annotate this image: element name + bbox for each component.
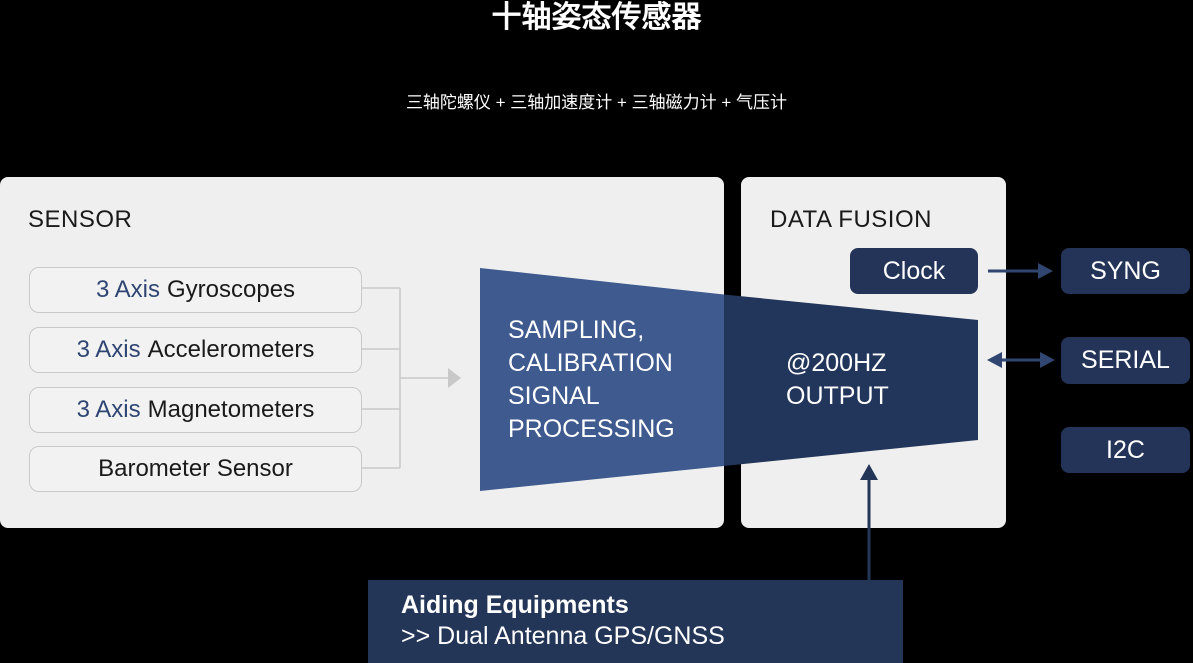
processing-funnel: [480, 268, 724, 491]
diagram-subtitle: 三轴陀螺仪 + 三轴加速度计 + 三轴磁力计 + 气压计: [405, 93, 788, 112]
sensor-item-axis-prefix: 3 Axis: [76, 336, 141, 363]
diagram-title: 十轴姿态传感器: [491, 1, 702, 34]
sensor-item-name: Accelerometers: [147, 336, 315, 363]
processing-line-processing: PROCESSING: [508, 415, 675, 443]
processing-line-sampling: SAMPLING,: [508, 316, 645, 344]
processing-line-calibration: CALIBRATION: [508, 349, 673, 377]
sensor-item-accelerometers: 3 Axis Accelerometers: [29, 327, 362, 373]
output-label: @200HZ OUTPUT: [786, 347, 889, 413]
aiding-detail: >> Dual Antenna GPS/GNSS: [401, 622, 725, 650]
sensor-bracket-connector: [362, 287, 450, 469]
sync-interface-pill: SYNG: [1061, 248, 1190, 294]
serial-bidirectional-arrow: [987, 352, 1055, 368]
aiding-to-output-arrow: [860, 464, 878, 580]
aiding-equipments-box: Aiding Equipments >> Dual Antenna GPS/GN…: [368, 580, 903, 663]
clock-pill: Clock: [850, 248, 978, 294]
sensor-to-processing-arrow: [448, 368, 461, 388]
sensor-item-name: Gyroscopes: [166, 276, 296, 303]
data-fusion-panel-label: DATA FUSION: [770, 206, 932, 233]
i2c-interface-pill: I2C: [1061, 427, 1190, 473]
sensor-item-name: Magnetometers: [147, 396, 315, 423]
aiding-title: Aiding Equipments: [401, 591, 629, 619]
sensor-item-gyroscopes: 3 Axis Gyroscopes: [29, 267, 362, 313]
processing-line-signal: SIGNAL: [508, 382, 600, 410]
sensor-panel-label: SENSOR: [28, 206, 133, 233]
sensor-item-barometer: Barometer Sensor: [29, 446, 362, 492]
serial-interface-pill: SERIAL: [1061, 337, 1190, 384]
sensor-item-axis-prefix: 3 Axis: [76, 396, 141, 423]
processing-label: SAMPLING, CALIBRATION SIGNAL PROCESSING: [508, 314, 675, 446]
sensor-item-name: Barometer Sensor: [98, 455, 293, 482]
output-line-output: OUTPUT: [786, 382, 889, 410]
clock-to-sync-arrow: [988, 263, 1053, 279]
sensor-item-axis-prefix: 3 Axis: [95, 276, 160, 303]
sensor-item-magnetometers: 3 Axis Magnetometers: [29, 387, 362, 433]
output-funnel: [724, 294, 978, 466]
output-line-rate: @200HZ: [786, 349, 887, 377]
